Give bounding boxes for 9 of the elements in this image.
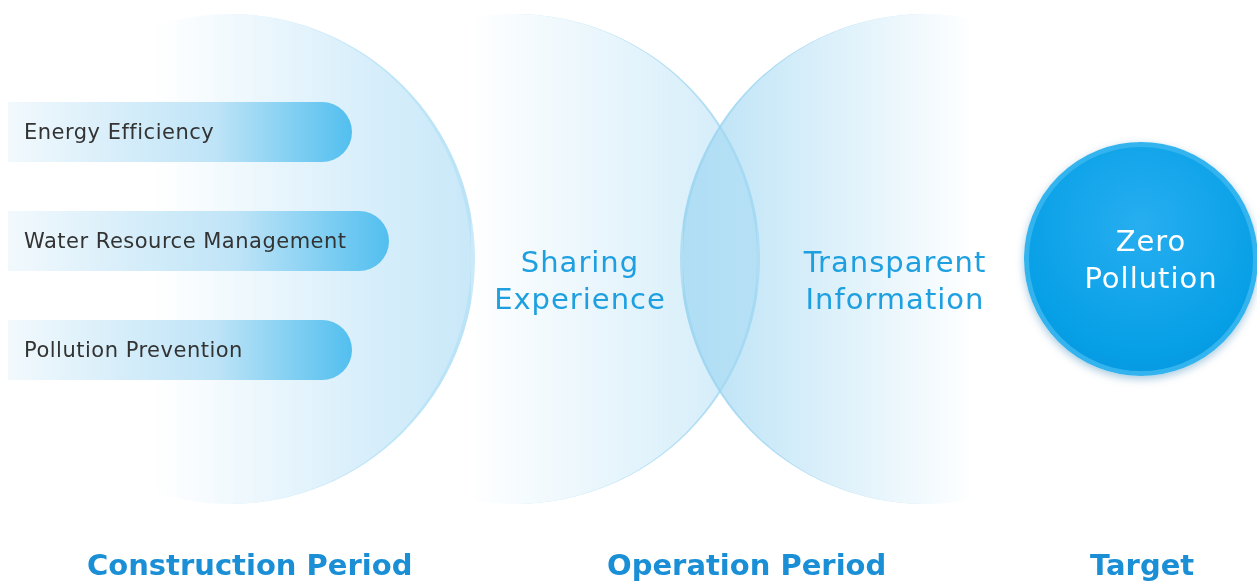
period-heading: Construction Period xyxy=(87,548,413,582)
circle-label: Sharing Experience xyxy=(493,244,667,318)
period-heading: Operation Period xyxy=(607,548,887,582)
category-pill: Water Resource Management xyxy=(8,211,389,271)
period-heading: Target xyxy=(1090,548,1195,582)
category-pill: Energy Efficiency xyxy=(8,102,352,162)
circle-label: Transparent Information xyxy=(802,244,988,318)
circle-label: Zero Pollution xyxy=(1083,223,1219,297)
category-pill: Pollution Prevention xyxy=(8,320,352,380)
